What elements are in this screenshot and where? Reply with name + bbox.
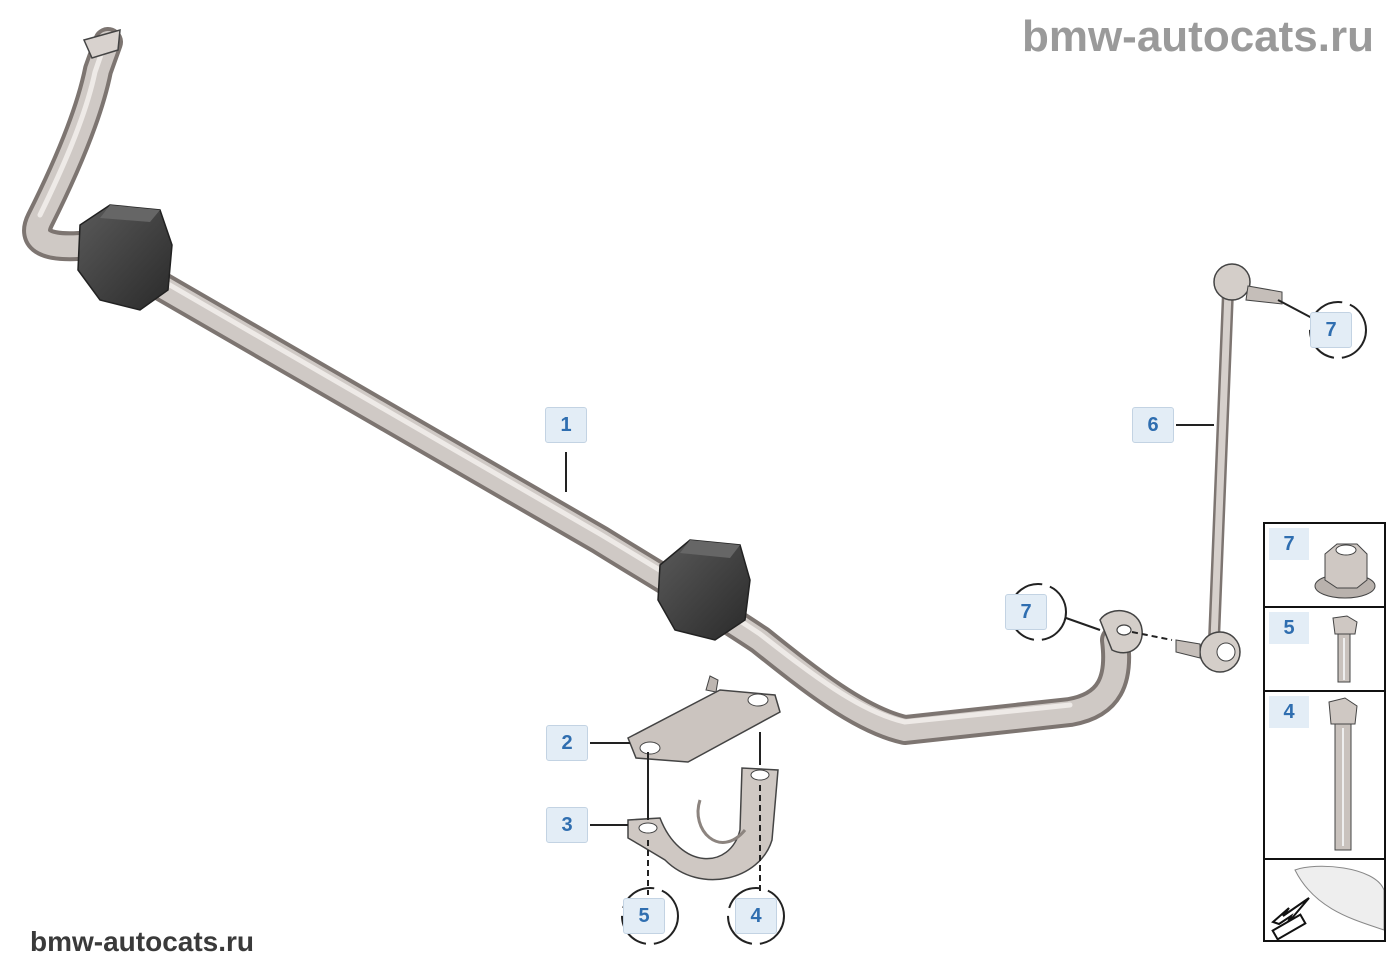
callout-part-7-lower[interactable]: 7 (1005, 594, 1047, 630)
stabilizer-link-rod (1175, 263, 1283, 673)
watermark-top: bmw-autocats.ru (1021, 12, 1374, 61)
mounting-bracket-plate (627, 675, 781, 763)
watermark-bottom: bmw-autocats.ru (30, 926, 255, 957)
callout-part-3[interactable]: 3 (546, 807, 588, 843)
callout-part-7-upper[interactable]: 7 (1310, 312, 1352, 348)
front-direction-arrow-icon (1271, 865, 1384, 940)
long-bolt-icon (1328, 697, 1358, 851)
flange-nut-icon (1314, 543, 1376, 599)
clamp-bracket (627, 767, 779, 881)
panel-item-long-bolt[interactable]: 4 (1263, 690, 1386, 860)
callout-part-5[interactable]: 5 (623, 898, 665, 934)
callout-part-1[interactable]: 1 (545, 407, 587, 443)
short-bolt-icon (1332, 615, 1358, 683)
panel-label-5: 5 (1269, 612, 1309, 644)
leader-lines (565, 299, 1313, 895)
rubber-mount-right (657, 539, 751, 641)
panel-item-orientation (1263, 858, 1386, 942)
panel-item-short-bolt[interactable]: 5 (1263, 606, 1386, 692)
stabilizer-bar (22, 27, 1143, 745)
panel-label-7: 7 (1269, 528, 1309, 560)
callout-part-6[interactable]: 6 (1132, 407, 1174, 443)
panel-item-nut[interactable]: 7 (1263, 522, 1386, 608)
panel-label-4: 4 (1269, 696, 1309, 728)
callout-part-2[interactable]: 2 (546, 725, 588, 761)
rubber-mount-left (77, 204, 173, 311)
callout-part-4[interactable]: 4 (735, 898, 777, 934)
